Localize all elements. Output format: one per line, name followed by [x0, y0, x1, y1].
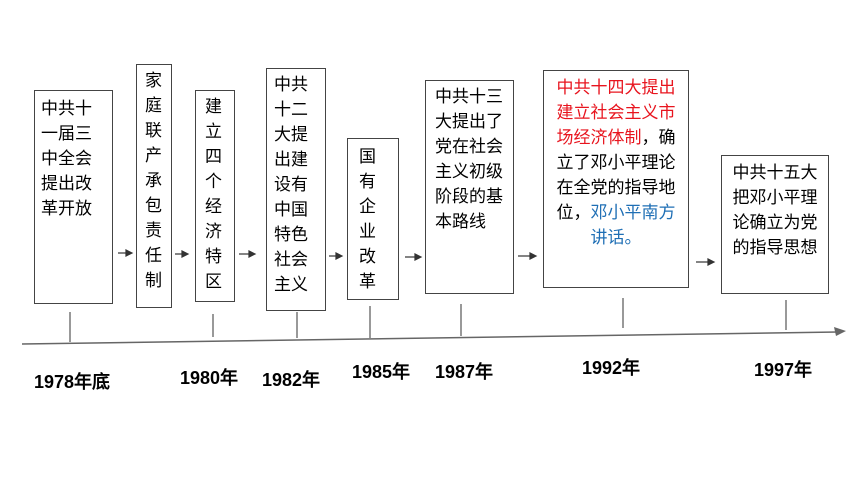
year-label-1987: 1987年: [435, 362, 494, 382]
event-box-1992: 中共十四大提出建立社会主义市场经济体制，确立了邓小平理论在全党的指导地位，邓小平…: [543, 70, 689, 288]
event-box-1982: 中共十二大提出建设有中国特色社会主义: [266, 68, 326, 311]
event-text: 中共十一届三中全会提出改革开放: [41, 99, 92, 219]
year-label-1980: 1980年: [180, 368, 239, 388]
event-text: 中共十二大提出建设有中国特色社会主义: [274, 75, 308, 295]
year-label-1985: 1985年: [352, 362, 411, 382]
event-box-1997: 中共十五大把邓小平理论确立为党的指导思想: [721, 155, 829, 294]
event-text: 建立四个经济特区: [205, 97, 222, 292]
year-label-1997: 1997年: [754, 360, 813, 380]
event-box-1978: 中共十一届三中全会提出改革开放: [34, 90, 113, 304]
year-label-1992: 1992年: [582, 358, 641, 378]
event-text-black: ，确立了邓小平理论在全党的指导地位，: [556, 128, 676, 223]
event-box-1985: 国有企业改革: [347, 138, 399, 300]
event-text: 家庭联产承包责任制: [145, 71, 162, 291]
year-label-1982: 1982年: [262, 370, 321, 390]
year-label-1978: 1978年底: [34, 372, 111, 392]
event-box-household-contract: 家庭联产承包责任制: [136, 64, 172, 308]
event-text-red: 中共十四大提出建立社会主义市场经济体制: [556, 78, 676, 148]
event-text-blue: 邓小平南方讲话。: [590, 203, 676, 248]
event-box-1987: 中共十三大提出了党在社会主义初级阶段的基本路线: [425, 80, 514, 294]
event-text: 中共十三大提出了党在社会主义初级阶段的基本路线: [435, 87, 503, 232]
event-text: 中共十五大把邓小平理论确立为党的指导思想: [732, 163, 818, 258]
event-text: 国有企业改革: [359, 147, 376, 292]
event-box-1980: 建立四个经济特区: [195, 90, 235, 302]
